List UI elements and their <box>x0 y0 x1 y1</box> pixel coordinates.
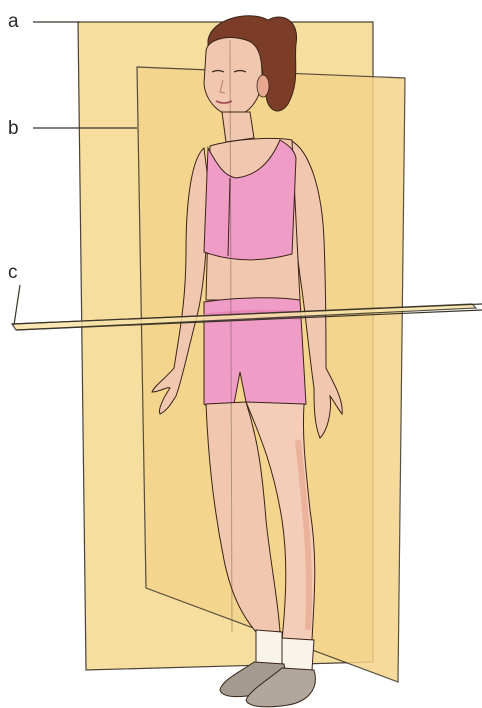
label-a: a <box>8 11 19 32</box>
left-sock <box>256 630 282 664</box>
label-b: b <box>8 118 19 139</box>
face <box>204 38 262 116</box>
right-sock <box>282 638 314 670</box>
leader-c <box>14 285 20 325</box>
neck <box>222 112 254 142</box>
label-c: c <box>8 262 18 283</box>
